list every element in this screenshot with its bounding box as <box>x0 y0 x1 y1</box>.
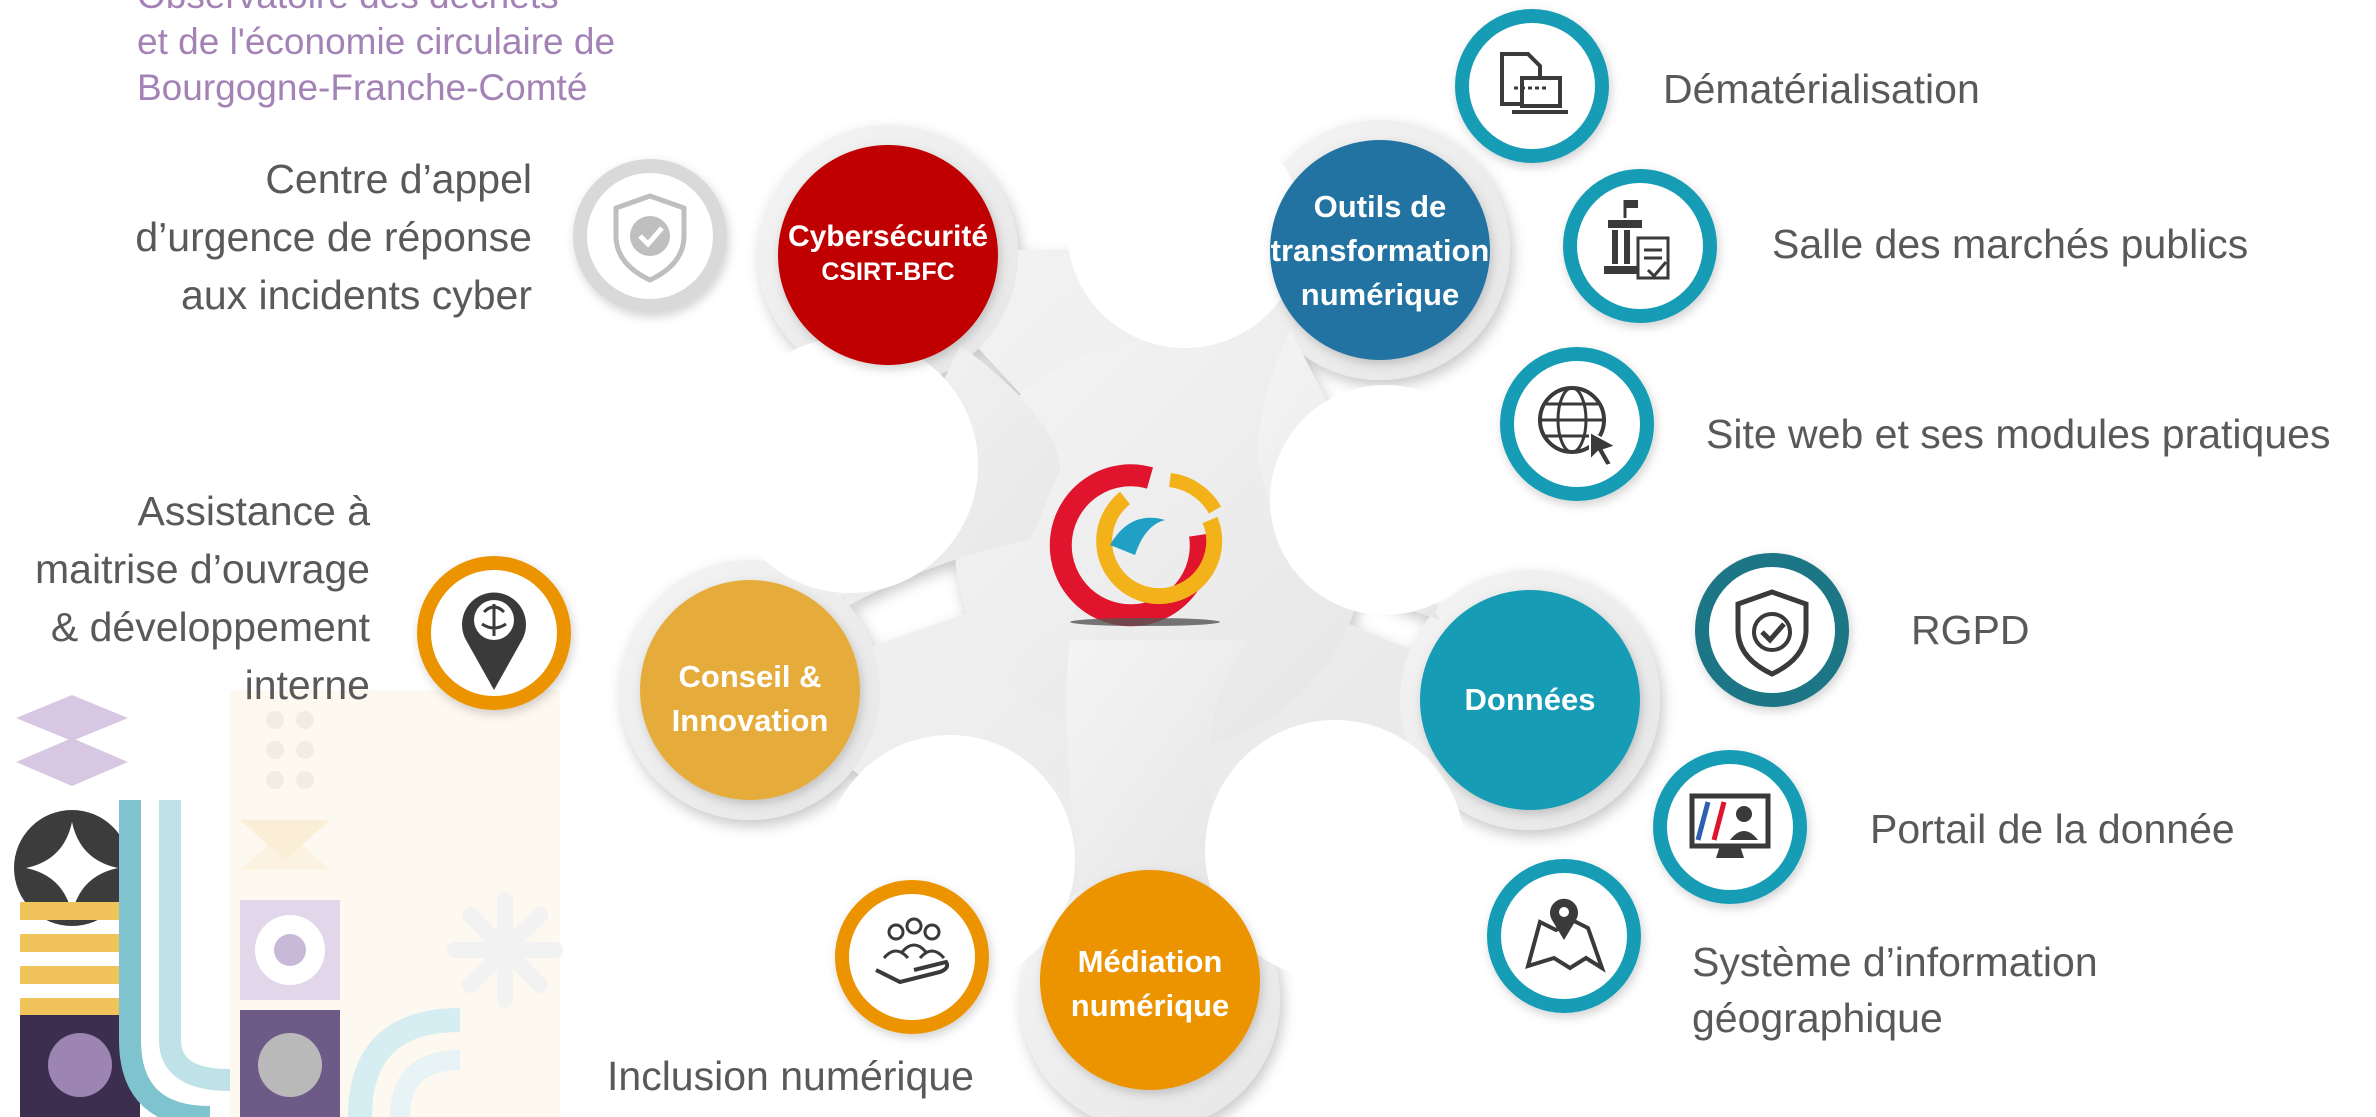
cyber-help-label: Centre d’appel d’urgence de réponse aux … <box>40 150 532 324</box>
rgpd-label: RGPD <box>1911 607 2030 653</box>
sig-label: Système d’information géographique <box>1692 934 2098 1046</box>
observatory-line-2: et de l'économie circulaire de <box>137 21 616 62</box>
cyber-help-line-2: d’urgence de réponse <box>135 214 532 260</box>
brain-pin-icon <box>417 556 571 710</box>
cybersecurite-hub-label: Cybersécurité CSIRT-BFC <box>778 218 998 288</box>
cybersecurite-title: Cybersécurité <box>787 220 989 253</box>
shield-check-icon <box>1695 553 1849 707</box>
site-label: Site web et ses modules pratiques <box>1706 411 2331 457</box>
sig-line-1: Système d’information <box>1692 939 2098 985</box>
outils-hub <box>1270 140 1490 360</box>
donnees-hub <box>1420 590 1640 810</box>
cyber-help-line-3: aux incidents cyber <box>181 272 532 318</box>
cyber-help-line-1: Centre d’appel <box>265 156 532 202</box>
observatory-line-3: Bourgogne-Franche-Comté <box>137 67 588 108</box>
center-logo <box>1049 464 1223 627</box>
conseil-line-1: Conseil & <box>678 659 822 694</box>
monitor-user-icon <box>1653 750 1807 904</box>
mediation-hub <box>1040 870 1260 1090</box>
observatory-text: Observatoire des déchets et de l'économi… <box>137 0 615 111</box>
portail-label: Portail de la donnée <box>1870 806 2235 852</box>
mediation-line-1: Médiation <box>1077 944 1223 979</box>
globe-cursor-icon <box>1500 347 1654 501</box>
donnees-hub-label: Données <box>1420 678 1640 722</box>
cybersecurite-hub <box>778 145 998 365</box>
amo-line-2: maitrise d’ouvrage <box>35 546 370 592</box>
sig-line-2: géographique <box>1692 995 1943 1041</box>
decorative-pattern <box>14 690 563 1117</box>
document-laptop-icon <box>1455 9 1609 163</box>
amo-line-1: Assistance à <box>137 488 370 534</box>
conseil-hub-label: Conseil & Innovation <box>640 655 860 743</box>
outils-hub-label: Outils de transformation numérique <box>1260 185 1500 317</box>
mediation-line-2: numérique <box>1070 988 1230 1023</box>
courthouse-document-icon <box>1563 169 1717 323</box>
conseil-hub <box>640 580 860 800</box>
amo-line-3: & développement <box>50 604 370 650</box>
csirt-label: CSIRT-BFC <box>821 258 955 286</box>
mediation-hub-label: Médiation numérique <box>1040 940 1260 1028</box>
outils-line-2: transformation <box>1270 233 1490 268</box>
outils-line-3: numérique <box>1300 277 1460 312</box>
outils-line-1: Outils de <box>1313 189 1447 224</box>
observatory-line-1: Observatoire des déchets <box>137 0 615 19</box>
donnees-line-1: Données <box>1464 682 1596 717</box>
amo-line-4: interne <box>244 662 370 708</box>
map-pin-icon <box>1487 859 1641 1013</box>
demat-label: Dématérialisation <box>1663 66 1980 112</box>
conseil-line-2: Innovation <box>671 703 829 738</box>
amo-label: Assistance à maitrise d’ouvrage & dévelo… <box>0 482 370 714</box>
marches-label: Salle des marchés publics <box>1772 221 2249 267</box>
inclusion-label: Inclusion numérique <box>607 1053 974 1099</box>
hand-people-icon <box>835 880 989 1034</box>
shield-check-icon <box>573 159 727 313</box>
